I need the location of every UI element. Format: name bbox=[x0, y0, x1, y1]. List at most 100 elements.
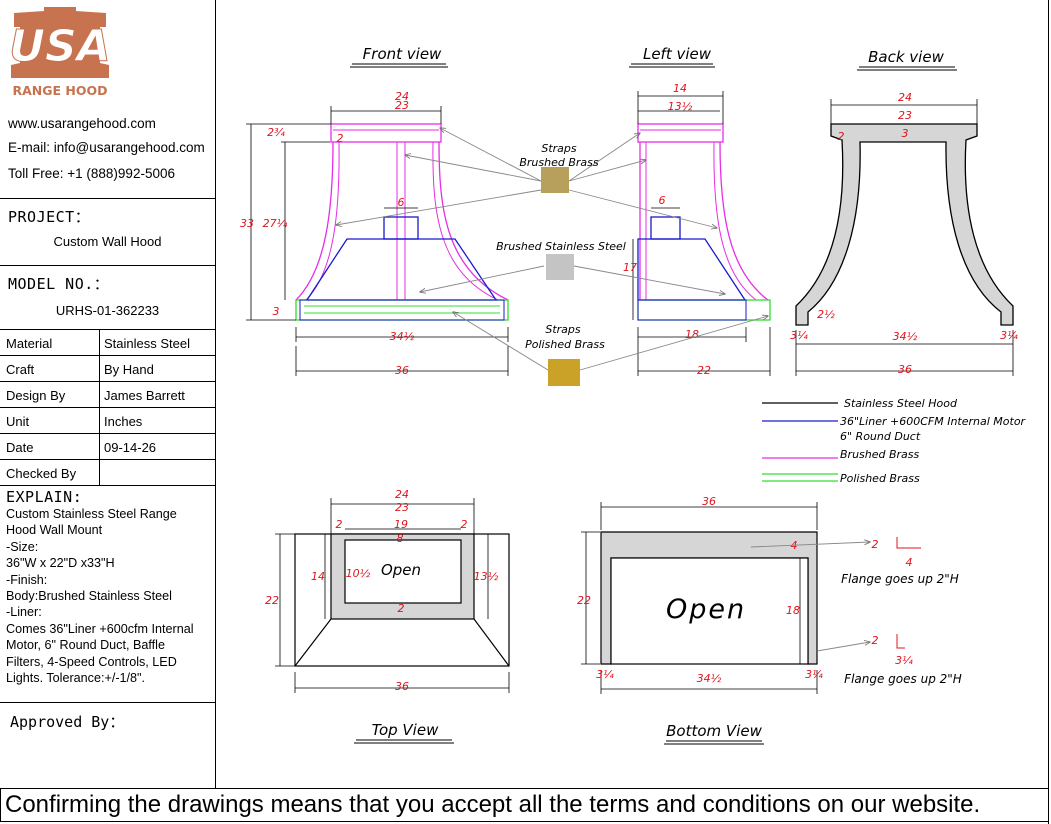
explain-line: Motor, 6" Round Duct, Baffle bbox=[6, 638, 165, 653]
explain-line: -Size: bbox=[6, 539, 39, 554]
spec-key: Checked By bbox=[6, 466, 77, 481]
dim-label: 22 bbox=[577, 594, 591, 607]
dim-label: 27¼ bbox=[263, 217, 288, 230]
spec-row-design-by: Design By James Barrett bbox=[0, 381, 215, 408]
dim-label: 10½ bbox=[346, 567, 371, 580]
dim-label: 2 bbox=[337, 132, 344, 145]
front-view-title: Front view bbox=[363, 45, 442, 63]
dim-label: 36 bbox=[395, 364, 409, 377]
dim-label: 14 bbox=[311, 570, 325, 583]
frame-right bbox=[1048, 0, 1049, 824]
brushed-steel-swatch bbox=[546, 254, 574, 280]
approved-by-label: Approved By： bbox=[10, 713, 125, 731]
dim-label: 3¼ bbox=[790, 329, 808, 342]
project-label: PROJECT： bbox=[8, 208, 91, 226]
dim-label: 13½ bbox=[668, 100, 693, 113]
dim-label: 23 bbox=[898, 109, 912, 122]
spec-key: Design By bbox=[6, 388, 66, 403]
explain-line: -Liner: bbox=[6, 605, 42, 620]
explain-body: Custom Stainless Steel Range Hood Wall M… bbox=[6, 506, 214, 686]
dim-label: 23 bbox=[395, 501, 409, 514]
dim-label: 2 bbox=[872, 538, 879, 551]
tollfree-text: Toll Free: +1 (888)992-5006 bbox=[8, 166, 175, 181]
divider bbox=[0, 198, 215, 199]
explain-line: Lights. Tolerance:+/-1/8". bbox=[6, 671, 146, 686]
spec-value: James Barrett bbox=[104, 388, 185, 403]
footer-text: Confirming the drawings means that you a… bbox=[5, 791, 981, 818]
model-label: MODEL NO.： bbox=[8, 275, 110, 293]
email-text[interactable]: E-mail: info@usarangehood.com bbox=[8, 140, 205, 155]
explain-line: Custom Stainless Steel Range bbox=[6, 507, 177, 521]
dim-label: 36 bbox=[898, 363, 912, 376]
flange-note-2: Flange goes up 2"H bbox=[844, 672, 962, 686]
divider bbox=[0, 485, 215, 486]
dim-label: 3¼ bbox=[1000, 329, 1018, 342]
top-view-title: Top View bbox=[372, 721, 439, 739]
left-view bbox=[637, 123, 771, 321]
dim-label: 3 bbox=[273, 305, 280, 318]
title-underlines bbox=[350, 63, 957, 745]
leader-lines bbox=[336, 128, 870, 652]
dimension-lines bbox=[246, 91, 1014, 694]
dim-label: 3¼ bbox=[596, 668, 614, 681]
spec-key: Unit bbox=[6, 414, 30, 429]
dim-label: 19 bbox=[394, 518, 408, 531]
footer-disclaimer: Confirming the drawings means that you a… bbox=[0, 788, 1049, 822]
explain-label: EXPLAIN: bbox=[6, 488, 83, 506]
dim-label: 3¼ bbox=[895, 654, 913, 667]
dim-label: 34½ bbox=[893, 330, 918, 343]
dim-label: 6 bbox=[398, 196, 405, 209]
logo-letters: USA bbox=[10, 21, 110, 72]
legend: Stainless Steel Hood 36"Liner +600CFM In… bbox=[762, 397, 1027, 485]
explain-line: Body:Brushed Stainless Steel bbox=[6, 589, 172, 604]
explain-line: Filters, 4-Speed Controls, LED bbox=[6, 654, 177, 669]
dim-label: 22 bbox=[265, 594, 279, 607]
dim-label: 18 bbox=[685, 328, 699, 341]
dimension-labels: 24 23 2¾ 2 33 27¼ 6 3 34½ 36 14 13½ 6 17… bbox=[240, 82, 1018, 693]
spec-value: By Hand bbox=[104, 362, 154, 377]
dim-label: 2 bbox=[872, 634, 879, 647]
explain-line: Hood Wall Mount bbox=[6, 523, 103, 538]
project-value: Custom Wall Hood bbox=[53, 234, 162, 249]
dim-label: 3¼ bbox=[805, 668, 823, 681]
back-view bbox=[795, 123, 1014, 326]
drawing-area: Front view Left view Back view Top View … bbox=[240, 45, 1027, 745]
dim-label: 6 bbox=[659, 194, 666, 207]
legend-label: Brushed Brass bbox=[840, 448, 920, 461]
spec-value: Stainless Steel bbox=[104, 336, 190, 351]
spec-key: Date bbox=[6, 440, 34, 455]
dim-label: 33 bbox=[240, 217, 254, 230]
website-text[interactable]: www.usarangehood.com bbox=[8, 116, 156, 131]
straps-brushed-label: Straps bbox=[541, 142, 577, 155]
legend-label: Polished Brass bbox=[840, 472, 920, 485]
dim-label: 2 bbox=[398, 602, 405, 615]
straps-polished-label: Straps bbox=[545, 323, 581, 336]
dim-label: 34½ bbox=[390, 330, 415, 343]
dim-label: 17 bbox=[623, 261, 637, 274]
legend-label: Stainless Steel Hood bbox=[844, 397, 958, 410]
spec-row-unit: Unit Inches bbox=[0, 407, 215, 434]
dim-label: 4 bbox=[906, 556, 913, 569]
dim-label: 2¾ bbox=[267, 126, 285, 139]
dim-label: 18 bbox=[786, 604, 800, 617]
spec-row-checked-by: Checked By bbox=[0, 459, 215, 486]
explain-line: 36"W x 22"D x33"H bbox=[6, 556, 115, 571]
title-block: USA RANGE HOOD www.usarangehood.com E-ma… bbox=[0, 0, 216, 788]
back-view-title: Back view bbox=[868, 48, 944, 66]
top-open-label: Open bbox=[381, 561, 421, 579]
dim-label: 24 bbox=[395, 488, 409, 501]
front-view bbox=[295, 123, 509, 321]
bottom-open-label: Open bbox=[666, 594, 746, 625]
dim-label: 24 bbox=[898, 91, 912, 104]
dim-label: 2 bbox=[838, 130, 845, 143]
dim-label: 13½ bbox=[474, 570, 499, 583]
left-view-title: Left view bbox=[643, 45, 712, 63]
dim-label: 24 bbox=[395, 90, 409, 103]
spec-value: Inches bbox=[104, 414, 143, 429]
polished-brass-label: Polished Brass bbox=[525, 338, 605, 351]
explain-line: -Finish: bbox=[6, 572, 48, 587]
dim-label: 8 bbox=[397, 532, 404, 545]
